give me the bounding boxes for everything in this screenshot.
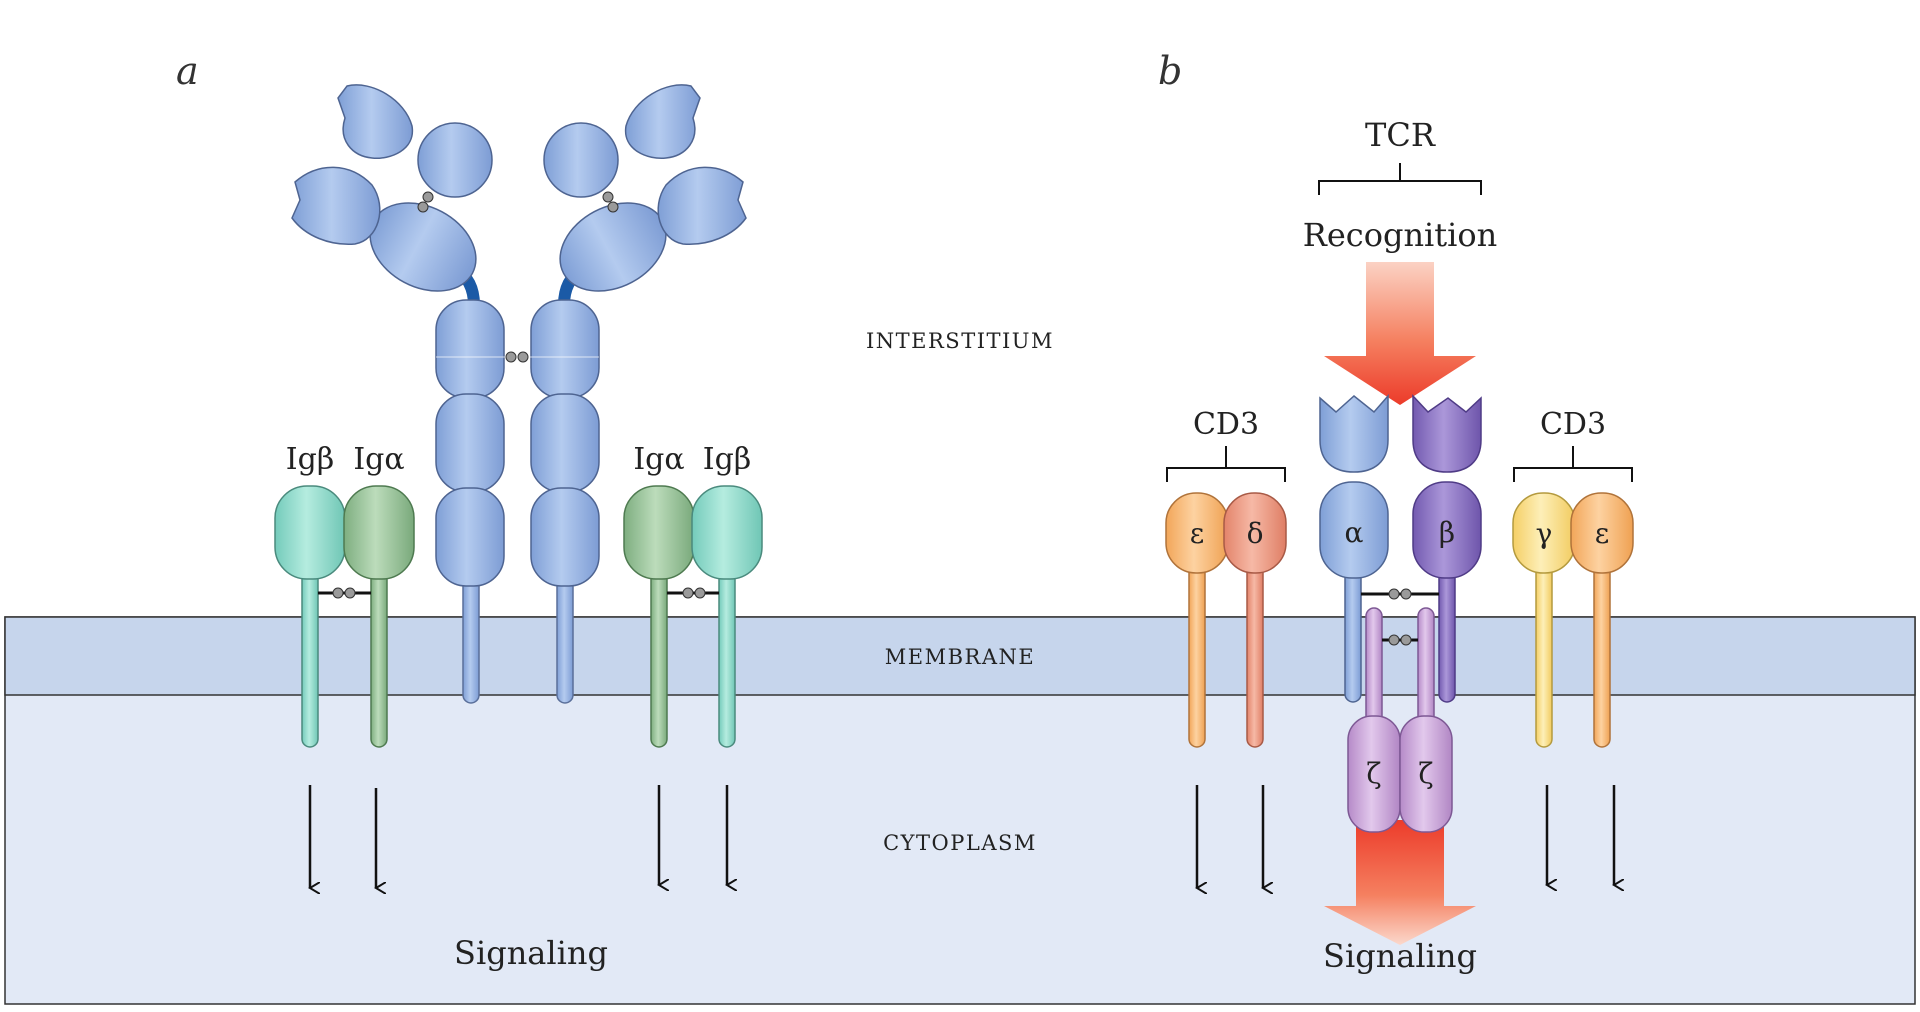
heavy-chain-vh-tip-right <box>624 84 701 159</box>
igalpha-right-label: Igα <box>633 442 684 477</box>
tcr-label: TCR <box>1365 116 1436 154</box>
tcr-bracket <box>1318 163 1482 195</box>
bcr-signaling-label: Signaling <box>454 934 608 972</box>
recognition-label: Recognition <box>1303 216 1498 254</box>
cytoplasm-label: CYTOPLASM <box>883 831 1037 855</box>
cd3-epsilon-delta: ε δ <box>1165 492 1287 748</box>
cd3-gamma-epsilon: γ ε <box>1512 492 1634 748</box>
tcr-signaling-band <box>1324 820 1476 945</box>
zeta-1-label: ζ <box>1366 757 1381 790</box>
heavy-chain-vh-tip-left <box>337 84 414 159</box>
igalpha-right-domain <box>623 485 695 580</box>
recognition-arrow <box>1324 262 1476 405</box>
ig-heterodimer-left: Igβ Igα <box>274 442 415 748</box>
panel-a-label: a <box>176 49 199 93</box>
cd3-left-label: CD3 <box>1193 407 1259 442</box>
ig-heterodimer-right: Igα Igβ <box>623 442 763 748</box>
zeta-2-label: ζ <box>1418 757 1433 790</box>
epsilon-left-label: ε <box>1190 517 1205 550</box>
bcr-signaling-arrows <box>310 785 727 888</box>
igalpha-left-label: Igα <box>353 442 404 477</box>
tcr-beta-variable-domain <box>1412 394 1482 473</box>
heavy-chain-ch2-right <box>530 393 600 493</box>
tcr-signaling-arrows <box>1197 785 1614 888</box>
heavy-chain-ch1-left <box>435 299 505 399</box>
tcr-beta-constant-domain <box>1412 481 1482 579</box>
light-chain-cl-left <box>417 122 493 198</box>
igbeta-right-domain <box>691 485 763 580</box>
cd3-right-label: CD3 <box>1540 407 1606 442</box>
epsilon-right-label: ε <box>1595 517 1610 550</box>
cd3-left-bracket <box>1166 446 1286 482</box>
tcr-alpha-variable-domain <box>1319 394 1389 473</box>
tcr-alpha-constant-domain <box>1319 481 1389 579</box>
heavy-chain-ch3-left <box>435 487 505 587</box>
light-chain-cl-right <box>543 122 619 198</box>
tcr-alpha-beta: α β <box>1319 394 1482 703</box>
igalpha-left-domain <box>343 485 415 580</box>
light-chain-vl-left <box>291 166 381 245</box>
heavy-chain-ch3-right <box>530 487 600 587</box>
delta-label: δ <box>1247 517 1264 550</box>
cd3-right-bracket <box>1513 446 1633 482</box>
light-chain-vl-right <box>657 166 747 245</box>
alpha-label: α <box>1345 516 1364 549</box>
beta-label: β <box>1439 516 1455 549</box>
fab-arm-left <box>291 84 493 292</box>
fab-arm-right <box>543 84 747 292</box>
t-cell-receptor: TCR Recognition CD3 CD3 ε δ α <box>1165 116 1634 975</box>
cd3-epsilon-right-domain <box>1570 492 1634 574</box>
membrane-label: MEMBRANE <box>885 645 1035 669</box>
igbeta-left-domain <box>274 485 346 580</box>
heavy-chain-disulfide <box>505 351 529 363</box>
panel-b-label: b <box>1158 49 1182 93</box>
cd3-delta-domain <box>1223 492 1287 574</box>
igbeta-left-label: Igβ <box>286 442 334 477</box>
b-cell-receptor: Igβ Igα Igα Igβ Signaling <box>274 84 763 972</box>
tcr-signaling-label: Signaling <box>1323 937 1477 975</box>
zeta-domain-2 <box>1399 715 1453 833</box>
heavy-chain-ch2-left <box>435 393 505 493</box>
zeta-dimer: ζ ζ <box>1347 607 1453 833</box>
heavy-chain-ch1-right <box>530 299 600 399</box>
gamma-label: γ <box>1536 517 1553 550</box>
interstitium-label: INTERSTITIUM <box>866 329 1054 353</box>
igbeta-right-label: Igβ <box>703 442 751 477</box>
